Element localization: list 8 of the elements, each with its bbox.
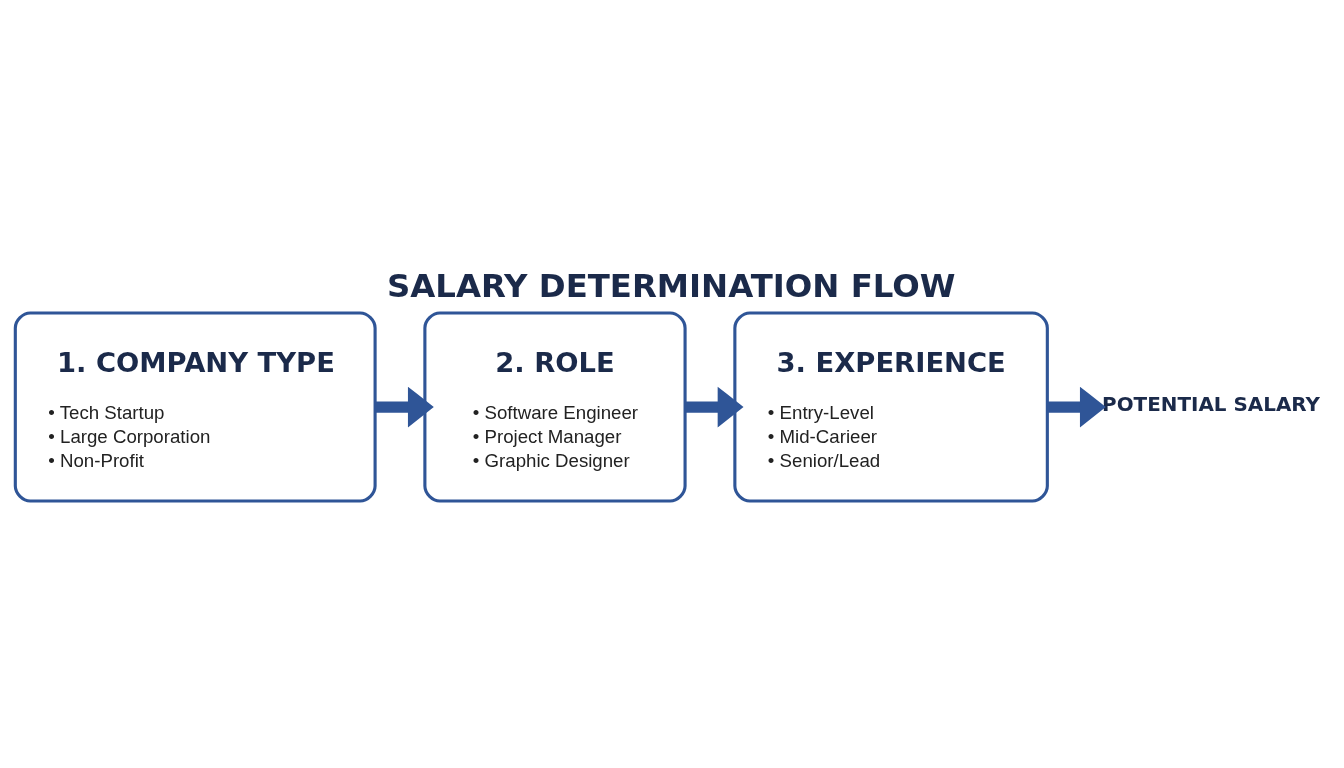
arrow bbox=[375, 386, 434, 428]
diagram-title: SALARY DETERMINATION FLOW bbox=[386, 266, 956, 305]
node-box: 2. ROLE • Software Engineer • Project Manager • Graphic Designer bbox=[423, 311, 687, 503]
node-text: POTENTIAL SALARY bbox=[1102, 392, 1320, 416]
node-box: 3. EXPERIENCE • Entry-Level • Mid-Carieer • Senior/Lead bbox=[733, 311, 1049, 503]
arrow bbox=[1047, 386, 1106, 428]
node-box: 1. COMPANY TYPE • Tech Startup • Large Corporation • Non-Profit bbox=[13, 311, 377, 503]
arrow bbox=[685, 386, 744, 428]
